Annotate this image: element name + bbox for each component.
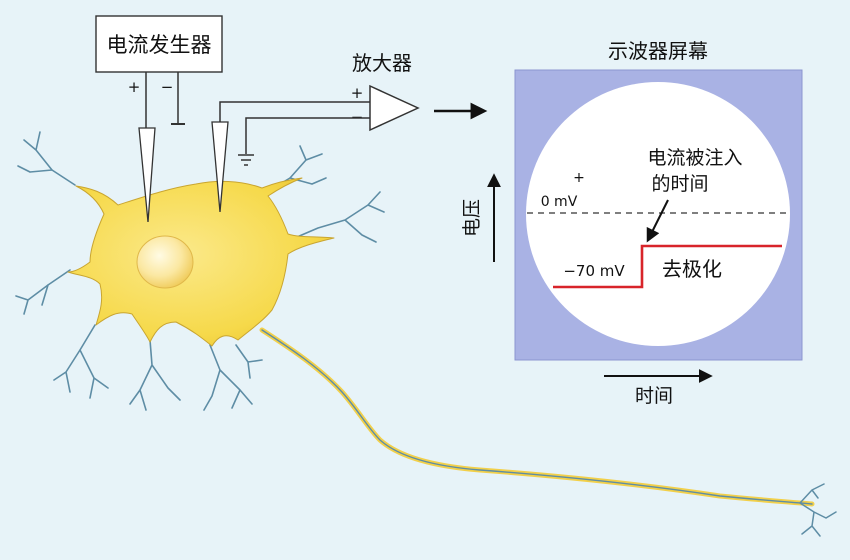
- neuron: [15, 131, 837, 537]
- generator-plus-sign: +: [128, 78, 141, 96]
- current-generator: 电流发生器 + −: [95, 15, 223, 128]
- amplifier-minus-sign: −: [351, 108, 364, 126]
- ground-wire: [245, 117, 370, 154]
- dendrites: [15, 131, 385, 411]
- zero-mv-label: 0 mV: [541, 194, 578, 210]
- injection-pointer-arrow: [646, 199, 669, 243]
- amplifier-plus-sign: +: [351, 84, 364, 102]
- current-generator-box: [95, 15, 223, 73]
- injection-note-line2: 的时间: [651, 173, 708, 195]
- voltage-trace: [553, 244, 782, 289]
- recording-wire: [219, 101, 370, 122]
- injection-note-line1: 电流被注入: [647, 147, 742, 169]
- electrodes: [138, 121, 229, 223]
- amplifier-label: 放大器: [352, 51, 412, 75]
- oscilloscope: 示波器屏幕 + 0 mV 电流被注入 的时间 −70 mV 去极化 电压 时间: [461, 39, 803, 407]
- amplifier: 放大器 + −: [219, 51, 488, 166]
- resting-potential-label: −70 mV: [563, 262, 625, 280]
- depolarization-label: 去极化: [662, 257, 722, 281]
- nucleus: [136, 235, 194, 289]
- oscilloscope-screen: [526, 82, 790, 346]
- generator-minus-sign: −: [161, 78, 174, 96]
- x-axis-label: 时间: [635, 385, 673, 407]
- ground-icon: [238, 154, 254, 166]
- y-axis-label: 电压: [461, 199, 483, 237]
- cell-body: [67, 177, 335, 347]
- amplifier-triangle: [369, 84, 420, 132]
- current-generator-label: 电流发生器: [107, 33, 212, 57]
- plus-sign-label: +: [573, 170, 585, 186]
- axon-terminal: [799, 483, 837, 537]
- oscilloscope-title: 示波器屏幕: [608, 39, 708, 63]
- stimulating-electrode: [138, 127, 156, 223]
